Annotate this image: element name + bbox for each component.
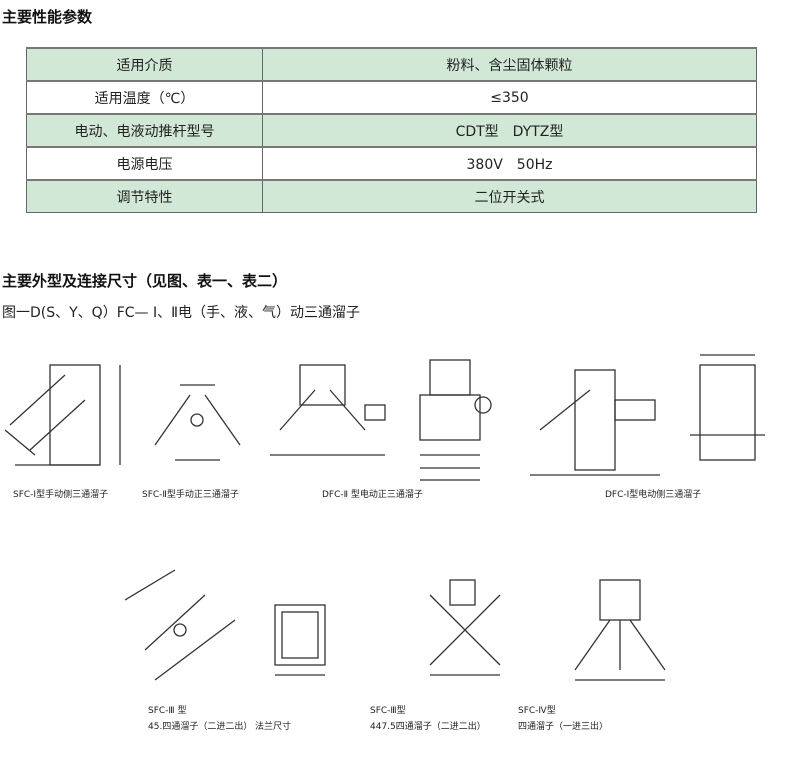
row-value: 粉料、含尘固体颗粒 bbox=[262, 47, 757, 82]
caption-flange: 法兰尺寸 bbox=[255, 722, 292, 732]
table-row: 调节特性二位开关式 bbox=[26, 179, 757, 213]
row-value: CDT型 DYTZ型 bbox=[262, 113, 757, 148]
diagram-sfc3-45 bbox=[124, 569, 236, 681]
caption-sfc1: SFC-Ⅰ型手动侧三通溜子 bbox=[13, 490, 109, 500]
row-value: ≤350 bbox=[262, 80, 757, 115]
row-value: 380V 50Hz bbox=[262, 146, 757, 181]
row-label: 电动、电液动推杆型号 bbox=[26, 113, 263, 148]
caption-sfc4-desc: 四通溜子（一进三出） bbox=[518, 722, 609, 732]
row-label: 适用温度（℃） bbox=[26, 80, 263, 115]
diagram-sfc2 bbox=[154, 384, 241, 461]
caption-sfc3b-type: SFC-Ⅲ型 bbox=[370, 706, 406, 716]
figure-subtitle: 图一D(S、Y、Q）FC— Ⅰ、Ⅱ电（手、液、气）动三通溜子 bbox=[2, 305, 360, 321]
diagram-sfc4 bbox=[574, 579, 666, 681]
row-label: 调节特性 bbox=[26, 179, 263, 213]
diagram-dfc1 bbox=[530, 369, 660, 476]
caption-sfc3b-desc: 447.5四通溜子（二进二出） bbox=[370, 722, 486, 732]
diagram-sfc3-447 bbox=[429, 579, 501, 676]
row-label: 电源电压 bbox=[26, 146, 263, 181]
diagram-flange bbox=[274, 604, 326, 676]
caption-sfc3-desc: 45.四通溜子（二进二出） bbox=[148, 722, 253, 732]
caption-sfc3-type: SFC-Ⅲ 型 bbox=[148, 706, 187, 716]
diagram-dfc2-side bbox=[419, 359, 492, 481]
section-title-performance: 主要性能参数 bbox=[2, 8, 93, 26]
diagram-dfc2 bbox=[270, 364, 386, 456]
caption-sfc2: SFC-Ⅱ型手动正三通溜子 bbox=[142, 490, 239, 500]
section-title-dimensions: 主要外型及连接尺寸（见图、表一、表二） bbox=[2, 272, 288, 290]
caption-dfc2: DFC-Ⅱ 型电动正三通溜子 bbox=[322, 490, 423, 500]
row-label: 适用介质 bbox=[26, 47, 263, 82]
row-value: 二位开关式 bbox=[262, 179, 757, 213]
diagram-dfc1-side bbox=[690, 354, 765, 461]
table-row: 适用温度（℃）≤350 bbox=[26, 80, 757, 115]
table-row: 适用介质粉料、含尘固体颗粒 bbox=[26, 47, 757, 82]
diagram-sfc1 bbox=[5, 364, 121, 466]
caption-dfc1: DFC-Ⅰ型电动侧三通溜子 bbox=[605, 490, 702, 500]
caption-sfc4-type: SFC-Ⅳ型 bbox=[518, 706, 556, 716]
